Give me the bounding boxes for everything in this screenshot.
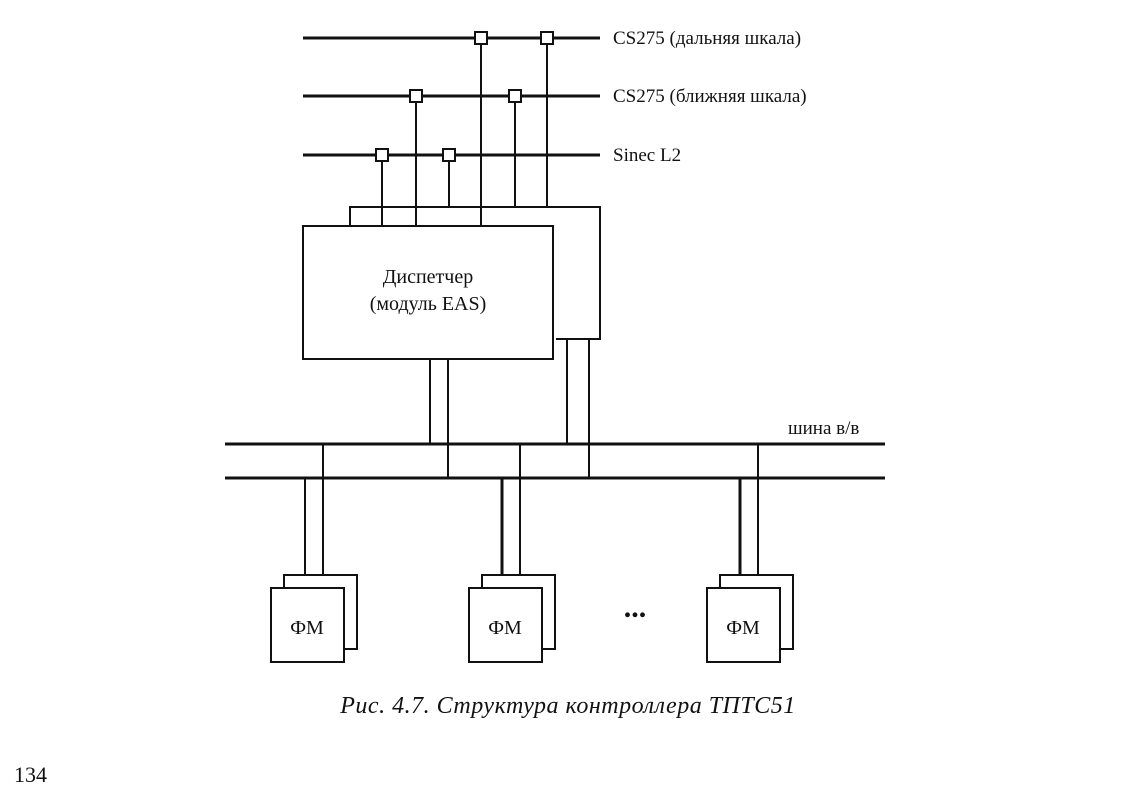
fm3-label: ФМ xyxy=(726,617,760,639)
far-bus-node-1 xyxy=(474,31,488,45)
near-bus-node-2 xyxy=(508,89,522,103)
sinec-bus-node-1 xyxy=(375,148,389,162)
cs275-far-label: CS275 (дальняя шкала) xyxy=(613,28,801,49)
modules-ellipsis: ... xyxy=(624,591,647,624)
fm2-front-box xyxy=(468,587,543,663)
cs275-near-label: CS275 (ближняя шкала) xyxy=(613,86,807,107)
fm3-front-box xyxy=(706,587,781,663)
fm1-front-box xyxy=(270,587,345,663)
far-bus-node-2 xyxy=(540,31,554,45)
page-number: 134 xyxy=(14,762,47,787)
io-bus-label: шина в/в xyxy=(788,418,859,439)
near-bus-node-1 xyxy=(409,89,423,103)
dispatcher-backup-module xyxy=(349,206,601,340)
figure-caption: Рис. 4.7. Структура контроллера ТПТС51 xyxy=(339,693,795,719)
dispatcher-subtitle: (модуль EAS) xyxy=(370,293,487,315)
sinec-bus-node-2 xyxy=(442,148,456,162)
sinec-l2-label: Sinec L2 xyxy=(613,145,681,166)
fm2-label: ФМ xyxy=(488,617,522,639)
dispatcher-box xyxy=(302,225,554,360)
dispatcher-title: Диспетчер xyxy=(383,266,473,288)
fm1-label: ФМ xyxy=(290,617,324,639)
